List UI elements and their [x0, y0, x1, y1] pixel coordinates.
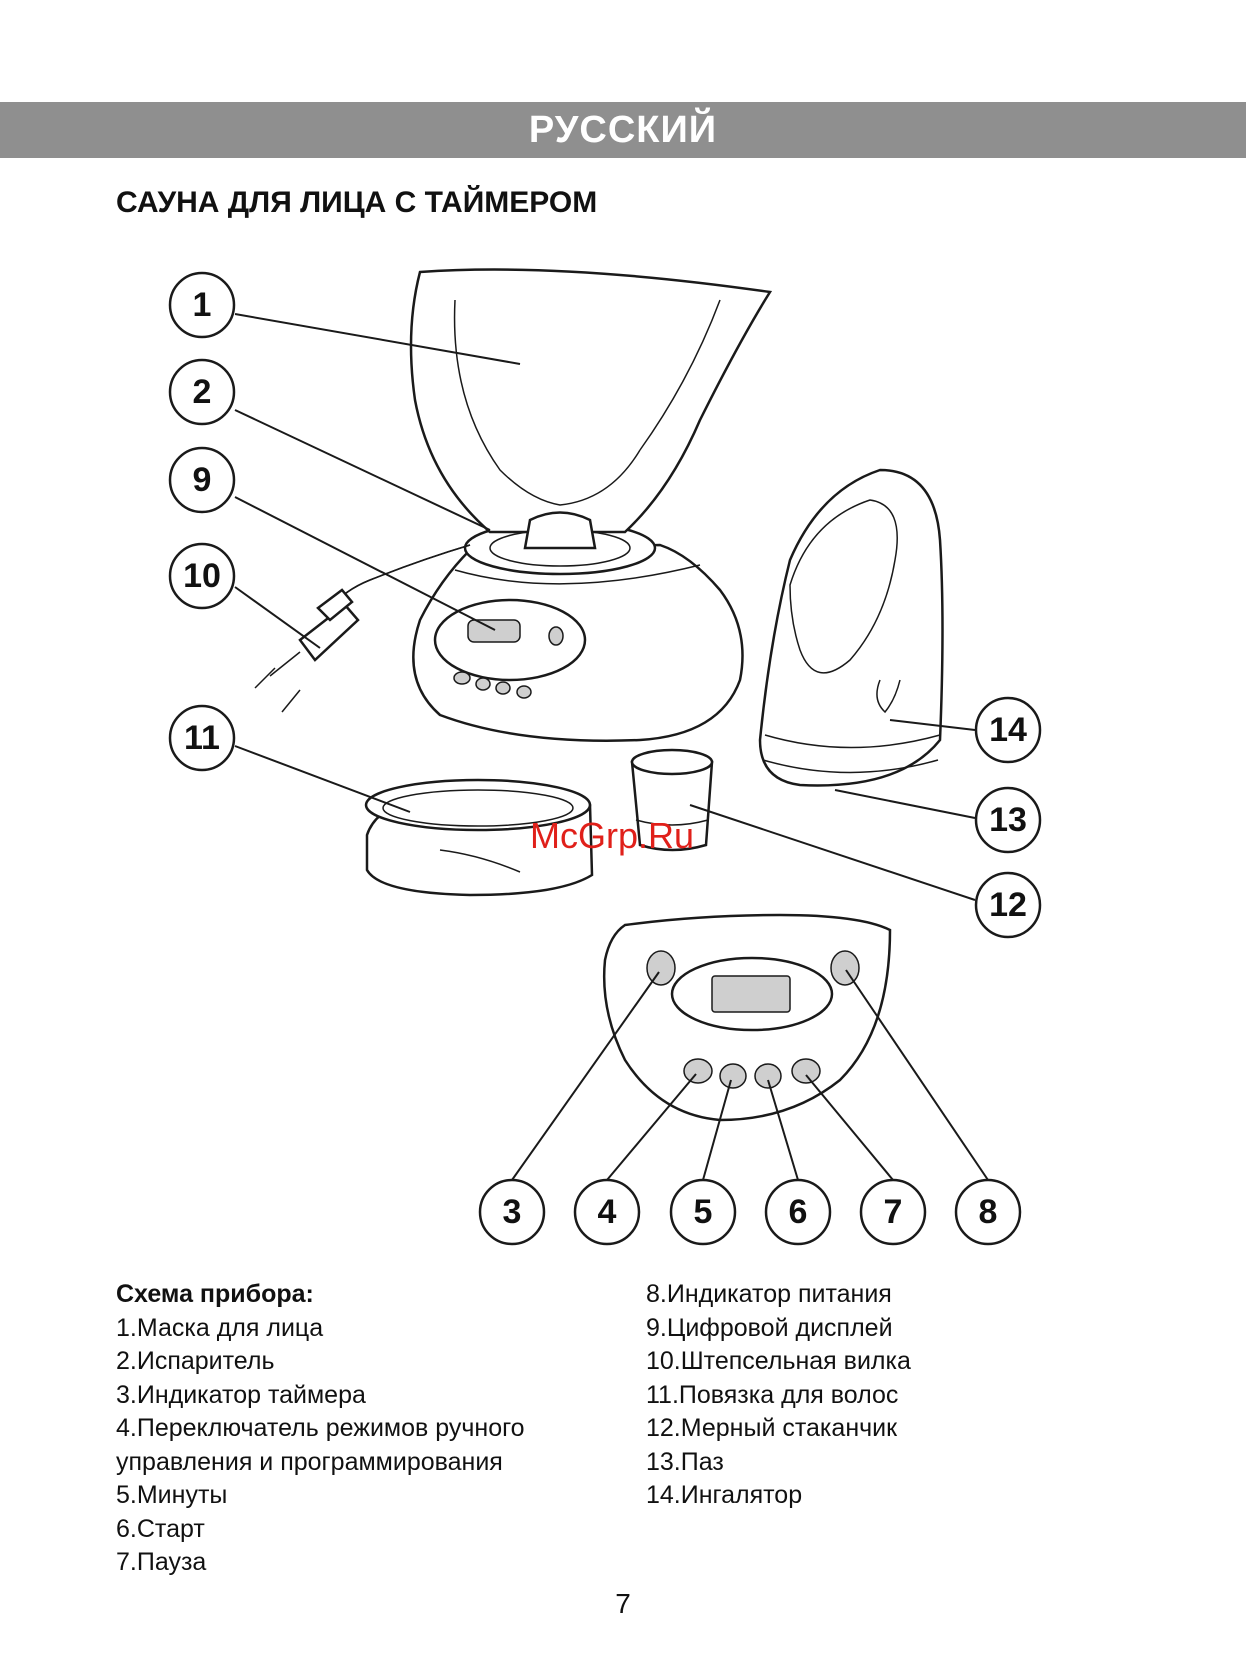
page-number: 7	[615, 1588, 631, 1619]
callout-1: 1	[168, 271, 236, 339]
page-heading: САУНА ДЛЯ ЛИЦА С ТАЙМЕРОМ	[116, 186, 598, 219]
callout-4: 4	[573, 1178, 641, 1246]
legend-item: 9.Цифровой дисплей	[646, 1313, 893, 1342]
legend-item: 10.Штепсельная вилка	[646, 1347, 911, 1375]
legend-item: 14.Ингалятор	[646, 1481, 803, 1509]
callout-8: 8	[954, 1178, 1022, 1246]
svg-text:5: 5	[694, 1193, 713, 1231]
svg-text:13: 13	[989, 801, 1027, 839]
legend-left-column: Схема прибора: 1.Маска для лица 2.Испари…	[116, 1278, 636, 1580]
callout-13: 13	[974, 786, 1042, 854]
legend-item: 4.Переключатель режимов ручного	[116, 1414, 525, 1442]
callout-3: 3	[478, 1178, 546, 1246]
legend-item: 11.Повязка для волос	[646, 1380, 899, 1409]
legend-item: управления и программирования	[116, 1447, 503, 1476]
control-panel-closeup	[602, 913, 892, 1122]
face-mask	[409, 268, 773, 550]
legend-item: 6.Старт	[116, 1514, 205, 1543]
legend-title: Схема прибора:	[116, 1280, 314, 1308]
callout-10: 10	[168, 542, 236, 610]
hair-band	[364, 778, 594, 897]
watermark: McGrp.Ru	[530, 815, 695, 856]
svg-text:2: 2	[193, 373, 212, 411]
callout-7: 7	[859, 1178, 927, 1246]
svg-text:14: 14	[989, 711, 1027, 749]
power-cord	[254, 544, 471, 713]
device-base	[412, 520, 744, 742]
leader-lines	[234, 313, 989, 1181]
svg-text:1: 1	[193, 286, 212, 324]
callout-11: 11	[168, 704, 236, 772]
callout-6: 6	[764, 1178, 832, 1246]
svg-text:6: 6	[789, 1193, 808, 1231]
language-label: РУССКИЙ	[528, 108, 718, 151]
svg-text:12: 12	[989, 886, 1027, 924]
device-diagram: 1 2 9 10 11 14 13 12 3 4 5 6 7 8	[168, 268, 1042, 1246]
callout-2: 2	[168, 358, 236, 426]
svg-text:9: 9	[193, 461, 212, 499]
svg-text:11: 11	[184, 719, 220, 757]
language-banner: РУССКИЙ	[0, 102, 1246, 158]
svg-text:4: 4	[598, 1193, 617, 1231]
legend-item: 5.Минуты	[116, 1481, 228, 1509]
svg-text:8: 8	[979, 1193, 998, 1231]
legend-item: 8.Индикатор питания	[646, 1280, 892, 1308]
legend-item: 2.Испаритель	[116, 1347, 275, 1375]
callout-9: 9	[168, 446, 236, 514]
callout-14: 14	[974, 696, 1042, 764]
legend-item: 1.Маска для лица	[116, 1313, 324, 1342]
svg-text:7: 7	[884, 1193, 903, 1231]
svg-text:3: 3	[503, 1193, 522, 1231]
inhaler	[758, 468, 944, 787]
legend-item: 13.Паз	[646, 1447, 724, 1476]
legend-right-column: 8.Индикатор питания 9.Цифровой дисплей 1…	[646, 1278, 1146, 1513]
measuring-cup	[630, 748, 714, 852]
callout-12: 12	[974, 871, 1042, 939]
callout-5: 5	[669, 1178, 737, 1246]
legend-item: 3.Индикатор таймера	[116, 1380, 366, 1409]
svg-text:10: 10	[183, 557, 221, 595]
legend-item: 7.Пауза	[116, 1548, 207, 1576]
legend-item: 12.Мерный стаканчик	[646, 1414, 898, 1442]
